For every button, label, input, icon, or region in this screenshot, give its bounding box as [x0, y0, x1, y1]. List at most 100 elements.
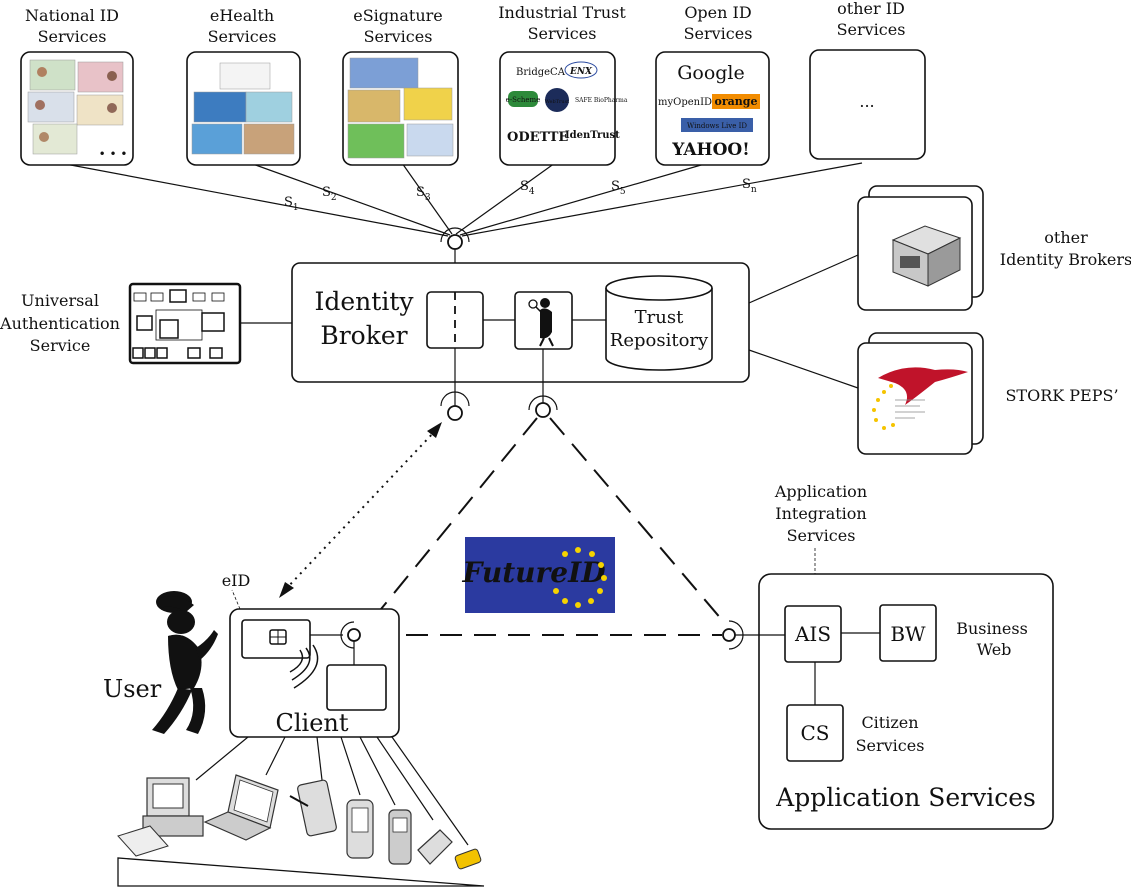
- link-label-s1: S1: [284, 195, 299, 213]
- link-label-s3: S3: [416, 185, 431, 203]
- link-label-s2: S2: [322, 185, 337, 203]
- orange-logo: orange: [715, 95, 758, 108]
- user: User: [103, 591, 218, 734]
- eu-stars: [553, 547, 607, 608]
- universal-authentication-service: Universal Authentication Service: [0, 282, 292, 365]
- broker-title: Broker: [320, 321, 407, 350]
- broker-bottom-sockets: [440, 348, 558, 421]
- app-integration-label: Integration: [775, 504, 866, 523]
- more-cards-ellipsis: • • •: [99, 147, 128, 161]
- bridgeca-logo: BridgeCA: [516, 67, 566, 78]
- google-logo: Google: [677, 62, 745, 84]
- webtrust-logo: WebTrust: [545, 99, 569, 105]
- pda-icon: [346, 799, 374, 859]
- industrial-logos: BridgeCA ENX e-Scheme WebTrust SAFE BioP…: [506, 61, 628, 145]
- trust-repository: Trust Repository: [605, 275, 713, 371]
- windows-live-logo: Windows Live ID: [687, 122, 747, 130]
- odette-logo: ODETTE: [507, 130, 568, 145]
- futureid-logo-text: FutureID: [462, 556, 607, 589]
- signature-cards-image: [347, 57, 454, 159]
- open-id-services: Open ID Services Google myOpenID orange …: [655, 3, 770, 166]
- ehealth-services: eHealth Services: [186, 6, 301, 166]
- service-connection-lines: [59, 162, 863, 237]
- cs-box: [786, 704, 844, 762]
- mobile-phone-icon: [388, 809, 412, 865]
- uas-label: Service: [30, 336, 91, 355]
- repository-label: Trust: [635, 307, 684, 328]
- cs-label: CS: [800, 721, 829, 745]
- app-integration-label: Application: [774, 482, 867, 501]
- uas-label: Authentication: [0, 314, 120, 333]
- id-cards-image: [27, 59, 124, 155]
- yahoo-logo: YAHOO!: [671, 140, 749, 160]
- health-cards-image: [191, 62, 295, 155]
- escheme-logo: e-Scheme: [506, 96, 541, 104]
- tablet-icon: [289, 779, 337, 837]
- desktop-computer-icon: [117, 777, 204, 857]
- stork-peps: STORK PEPS’: [748, 332, 1119, 455]
- service-label: other ID: [837, 0, 905, 18]
- openid-logos: Google myOpenID orange Windows Live ID Y…: [658, 62, 760, 160]
- eid-label: eID: [222, 571, 251, 590]
- repository-label: Repository: [610, 330, 709, 351]
- bw-box: [879, 604, 937, 662]
- link-label-s4: S4: [520, 179, 535, 197]
- service-label: eSignature: [353, 6, 442, 25]
- link-label-s5: S5: [611, 179, 626, 197]
- citizen-services-label: Services: [856, 736, 925, 755]
- service-label: Services: [528, 24, 597, 43]
- service-label: eHealth: [210, 6, 274, 25]
- broker-title: Identity: [315, 287, 415, 316]
- service-label: Industrial Trust: [498, 3, 626, 22]
- flip-phone-icon: [417, 829, 453, 865]
- service-label: Services: [364, 27, 433, 46]
- detective-icon: [528, 298, 554, 347]
- service-link-labels: S1 S2 S3 S4 S5 Sn: [284, 177, 757, 213]
- client-devices: [117, 774, 482, 870]
- stork-logo: [872, 367, 968, 430]
- server-icon: [891, 225, 962, 287]
- uas-label: Universal: [21, 291, 99, 310]
- device-capability-wedge: [117, 857, 485, 887]
- user-silhouette-icon: [152, 591, 218, 734]
- citizen-services-label: Citizen: [861, 713, 918, 732]
- myopenid-logo: myOpenID: [658, 97, 712, 108]
- industrial-trust-services: Industrial Trust Services BridgeCA ENX e…: [498, 3, 628, 166]
- client-label: Client: [275, 709, 348, 737]
- laptop-icon: [203, 774, 279, 841]
- user-label: User: [103, 675, 162, 703]
- business-web-label: Business: [956, 619, 1028, 638]
- client-device-links: [195, 736, 469, 846]
- national-id-services: National ID Services • • •: [20, 6, 134, 166]
- connection-paths: [279, 417, 723, 636]
- futureid-logo: FutureID: [462, 537, 615, 613]
- identity-broker: Identity Broker Trust Repository: [291, 262, 750, 383]
- other-brokers-label: Identity Brokers: [1000, 250, 1131, 269]
- esignature-services: eSignature Services: [342, 6, 459, 166]
- service-label: Services: [208, 27, 277, 46]
- bw-label: BW: [890, 622, 926, 646]
- application-services: Application Integration Services AIS BW …: [722, 482, 1054, 830]
- application-services-title: Application Services: [775, 783, 1036, 812]
- other-brokers-label: other: [1044, 228, 1088, 247]
- wireless-waves-icon: [289, 644, 319, 689]
- link-label-sn: Sn: [742, 177, 757, 195]
- ais-label: AIS: [794, 622, 831, 646]
- smart-card-reader-icon: [454, 848, 482, 870]
- other-id-services: other ID Services ...: [809, 0, 926, 160]
- client-module-box: [326, 664, 387, 711]
- app-integration-label: Services: [787, 526, 856, 545]
- other-services-ellipsis: ...: [859, 92, 874, 111]
- business-web-label: Web: [977, 640, 1012, 659]
- service-label: Services: [837, 20, 906, 39]
- client: Client eID: [222, 571, 400, 738]
- ais-box: [784, 605, 842, 663]
- identrust-logo: IdenTrust: [565, 130, 620, 141]
- service-label: Services: [684, 24, 753, 43]
- safe-biopharma-logo: SAFE BioPharma: [575, 97, 628, 104]
- service-label: National ID: [25, 6, 119, 25]
- service-label: Services: [38, 27, 107, 46]
- stork-label: STORK PEPS’: [1005, 386, 1118, 405]
- uas-schematic-icon: [128, 282, 242, 365]
